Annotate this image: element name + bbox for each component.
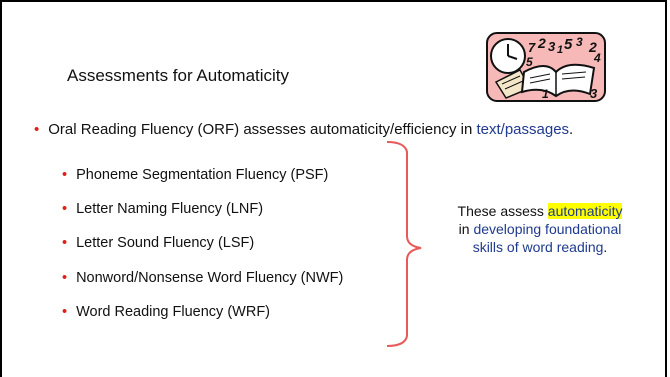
sub-bullet-psf: •Phoneme Segmentation Fluency (PSF) (62, 167, 329, 183)
svg-text:5: 5 (564, 36, 573, 53)
sub-bullet-lnf: •Letter Naming Fluency (LNF) (62, 201, 264, 217)
bullet-icon: • (62, 270, 68, 286)
brace-annotation: These assess automaticity in developing … (457, 203, 623, 255)
svg-text:3: 3 (590, 86, 598, 101)
svg-text:2: 2 (537, 35, 546, 51)
svg-text:1: 1 (557, 44, 563, 56)
main-bullet: •Oral Reading Fluency (ORF) assesses aut… (34, 121, 574, 138)
svg-text:3: 3 (576, 35, 583, 49)
slide-title: Assessments for Automaticity (67, 66, 290, 85)
bullet-icon: • (62, 167, 68, 183)
svg-text:5: 5 (526, 55, 533, 69)
svg-text:7: 7 (528, 40, 536, 55)
sub-bullet-wrf: •Word Reading Fluency (WRF) (62, 304, 271, 320)
svg-text:3: 3 (548, 39, 556, 54)
text-passages-highlight: text/passages (476, 121, 570, 138)
bullet-icon: • (62, 235, 68, 251)
sub-bullet-lsf: •Letter Sound Fluency (LSF) (62, 235, 255, 251)
svg-text:1: 1 (542, 87, 549, 101)
bullet-icon: • (62, 304, 68, 320)
bullet-icon: • (34, 121, 40, 138)
right-brace (386, 141, 422, 347)
svg-text:2: 2 (588, 39, 597, 55)
automaticity-highlight: automaticity (547, 203, 623, 219)
sub-bullet-nwf: •Nonword/Nonsense Word Fluency (NWF) (62, 270, 344, 286)
bullet-icon: • (62, 201, 68, 217)
clock-book-clipart: 7 2 3 1 5 3 2 5 4 1 3 (486, 32, 606, 102)
svg-text:4: 4 (593, 51, 601, 65)
